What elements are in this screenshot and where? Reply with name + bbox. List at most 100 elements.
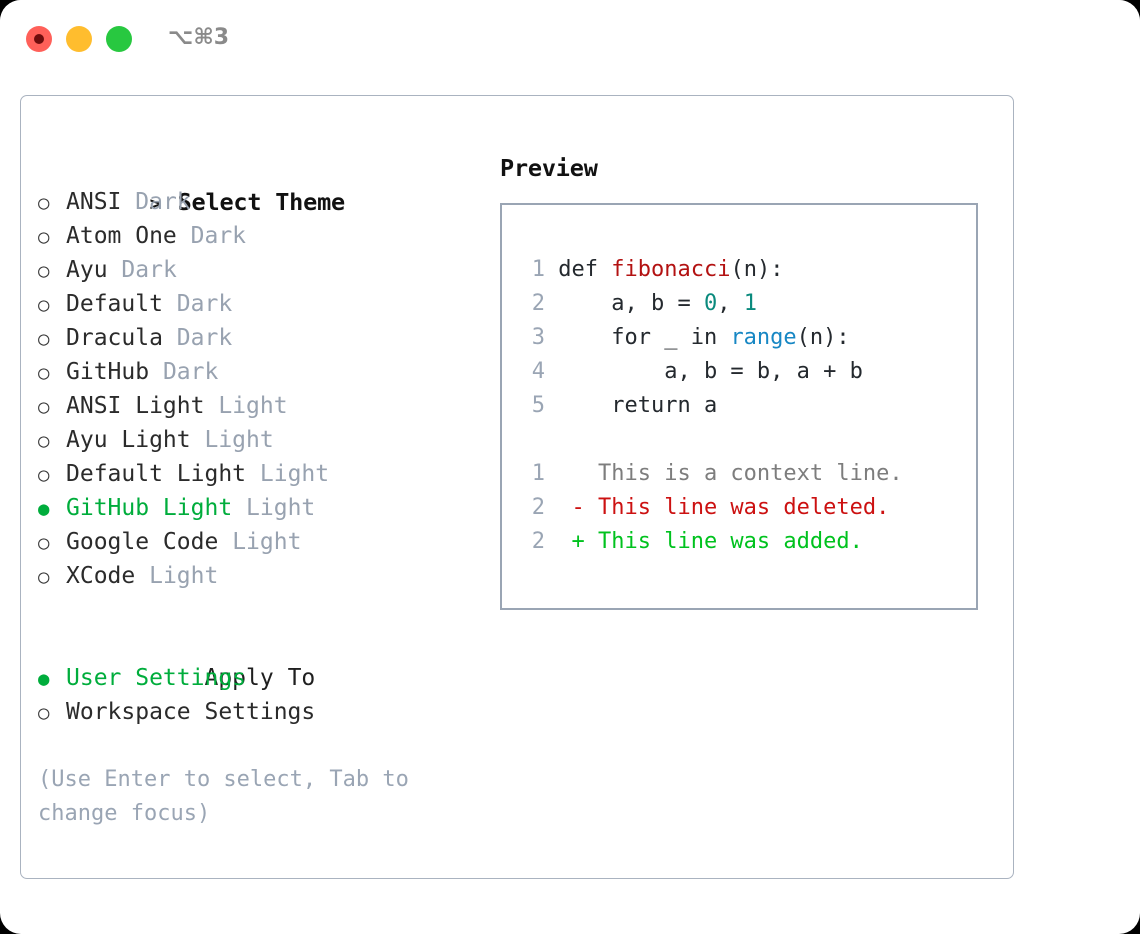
line-number: 2 [531,495,545,520]
theme-name-label: GitHub Light [66,495,233,521]
theme-name-label: GitHub [66,359,150,385]
diff-sample-block: 1 This is a context line.2 - This line w… [515,457,965,559]
theme-name-label: Default Light [66,461,247,487]
apply-to-header: ○Apply To [38,627,478,691]
theme-list-item[interactable]: ○ Ayu Light Light [38,423,478,457]
code-token-fn: fibonacci [611,257,731,282]
apply-to-item-label: User Settings [66,665,247,691]
theme-variant-label: Dark [176,325,233,351]
theme-name-label: Ayu [66,257,108,283]
theme-name-label: ANSI [66,189,122,215]
code-token-plain: a, b = [558,291,704,316]
line-number: 2 [531,529,545,554]
theme-name-label: XCode [66,563,136,589]
code-line: 5 return a [515,389,965,423]
theme-variant-label: Dark [176,291,233,317]
theme-name-label: Atom One [66,223,177,249]
theme-list-item[interactable]: ○ Dracula Dark [38,321,478,355]
code-line: 4 a, b = b, a + b [515,355,965,389]
theme-list-item[interactable]: ●GitHub Light Light [38,491,478,525]
code-token-add: + This line was added. [558,529,863,554]
theme-variant-label: Dark [121,257,177,283]
apply-to-section: ○Apply To ● User Settings ○ Workspace Setti… [38,627,478,729]
radio-selected-icon[interactable]: ● [38,668,50,690]
theme-name-label: Google Code [66,529,219,555]
radio-unselected-icon[interactable]: ○ [38,702,50,724]
radio-unselected-icon[interactable]: ○ [38,464,50,486]
code-token-plain: def [558,257,612,282]
theme-name-label: Ayu Light [66,427,191,453]
theme-list-item[interactable]: ○ Default Dark [38,287,478,321]
code-line: 2 a, b = 0, 1 [515,287,965,321]
code-token-plain: , [717,291,744,316]
apply-to-list: ● User Settings ○ Workspace Settings [38,661,478,729]
theme-variant-label: Dark [162,359,219,385]
theme-variant-label: Light [204,427,274,453]
code-token-call: range [730,325,797,350]
code-token-plain: a, b = b, a + b [558,359,863,384]
theme-name-label: ANSI Light [66,393,205,419]
keyboard-hint-text: (Use Enter to select, Tab to change focu… [38,767,423,826]
theme-list-item[interactable]: ○ANSI Dark [38,185,478,219]
radio-unselected-icon[interactable]: ○ [38,566,50,588]
theme-list-item[interactable]: ○ Ayu Dark [38,253,478,287]
apply-to-item[interactable]: ○ Workspace Settings [38,695,478,729]
radio-unselected-icon[interactable]: ○ [38,532,50,554]
theme-list-item[interactable]: ○ ANSI Light Light [38,389,478,423]
theme-variant-label: Light [259,461,330,487]
select-theme-header: > Select Theme [38,151,478,216]
radio-unselected-icon[interactable]: ○ [38,260,50,282]
code-token-plain: for _ in [558,325,731,350]
theme-name-label: Default [66,291,163,317]
code-token-num: 0 [703,291,718,316]
maximize-traffic-light[interactable] [106,26,132,52]
content-panel: >Select Theme ○ANSI Dark○Atom One Dark○A… [20,95,1014,879]
theme-name-label: Dracula [66,325,163,351]
code-token-del: - This line was deleted. [558,495,890,520]
radio-unselected-icon[interactable]: ○ [38,328,50,350]
code-token-plain: return a [558,393,718,418]
radio-unselected-icon[interactable]: ○ [38,192,50,214]
keyboard-shortcut-label: ⌥⌘3 [168,25,230,50]
theme-variant-label: Dark [190,223,247,249]
code-token-plain: (n): [730,257,784,282]
preview-column: Preview 1 def fibonacci(n):2 a, b = 0, 1… [500,151,1000,610]
apply-to-item[interactable]: ● User Settings [38,661,478,695]
line-number: 5 [531,393,545,418]
radio-unselected-icon[interactable]: ○ [38,396,50,418]
diff-line: 2 - This line was deleted. [515,491,965,525]
minimize-traffic-light[interactable] [66,26,92,52]
radio-selected-icon[interactable]: ● [38,498,50,520]
diff-line: 1 This is a context line. [515,457,965,491]
prompt-caret-icon: > [149,193,161,215]
theme-list-item[interactable]: ○ GitHub Dark [38,355,478,389]
theme-variant-label: Light [218,393,288,419]
code-token-plain: (n): [796,325,850,350]
code-line: 3 for _ in range(n): [515,321,965,355]
line-number: 3 [531,325,545,350]
theme-list-item[interactable]: ○ Default Light Light [38,457,478,491]
theme-list-item[interactable]: ○Google Code Light [38,525,478,559]
apply-to-item-label: Workspace Settings [66,699,316,725]
radio-unselected-icon[interactable]: ○ [38,430,50,452]
code-line: 1 def fibonacci(n): [515,253,965,287]
line-number: 1 [531,257,545,282]
code-token-ctx: This is a context line. [558,461,903,486]
theme-list-item[interactable]: ○ Atom One Dark [38,219,478,253]
diff-line: 2 + This line was added. [515,525,965,559]
theme-list-item[interactable]: ○XCode Light [38,559,478,593]
line-number: 1 [531,461,545,486]
code-diff-spacer [515,423,965,457]
apply-to-header-label: Apply To [204,665,316,691]
theme-list: ○ ANSI Dark ○ Atom One Dark ○ Ayu Dark ○ Defaul… [38,185,478,593]
radio-unselected-icon[interactable]: ○ [38,362,50,384]
radio-unselected-icon[interactable]: ○ [38,294,50,316]
radio-unselected-icon[interactable]: ○ [38,226,50,248]
close-traffic-light-center-dot [34,34,44,44]
preview-title: Preview [500,154,598,182]
select-theme-header-label: Select Theme [177,188,346,216]
line-number: 2 [531,291,545,316]
